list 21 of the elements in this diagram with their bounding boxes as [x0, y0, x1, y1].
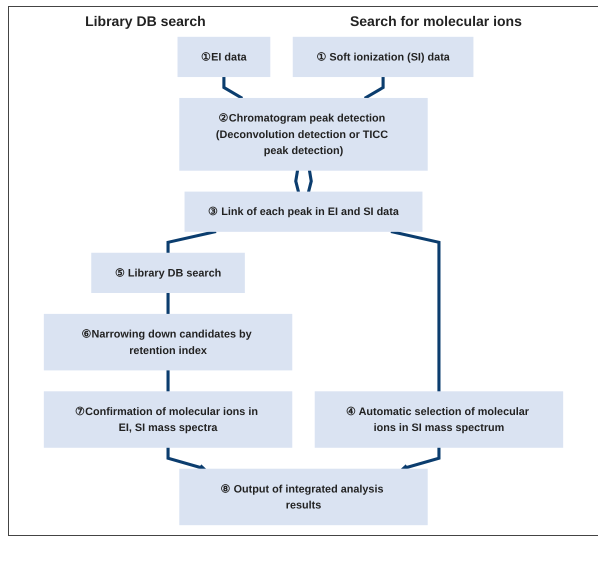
connector-line: [166, 292, 170, 314]
connector-line: [166, 370, 170, 392]
connector-line: [294, 170, 300, 192]
connector-line: [222, 76, 244, 100]
process-box: ②Chromatogram peak detection (Deconvolution detection or TICC peak detection): [179, 98, 428, 171]
column-heading: Search for molecular ions: [350, 13, 522, 29]
connector-line: [307, 170, 313, 192]
process-box: ③ Link of each peak in EI and SI data: [184, 192, 422, 232]
process-box: ⑤ Library DB search: [91, 252, 245, 293]
connector-line: [390, 230, 440, 392]
process-box: ⑧ Output of integrated analysis results: [179, 468, 428, 526]
column-heading: Library DB search: [85, 13, 206, 29]
arrow: [400, 447, 440, 471]
arrow: [166, 447, 206, 471]
connector-line: [364, 76, 385, 100]
process-box: ⑥Narrowing down candidates by retention index: [44, 314, 292, 370]
connector-line: [166, 230, 216, 254]
process-box: ① Soft ionization (SI) data: [292, 36, 474, 78]
process-box: ①EI data: [178, 36, 270, 78]
process-box: ④ Automatic selection of molecular ions in SI mass spectrum: [314, 391, 564, 448]
process-box: ⑦Confirmation of molecular ions in EI, SI mass spectra: [44, 391, 292, 448]
